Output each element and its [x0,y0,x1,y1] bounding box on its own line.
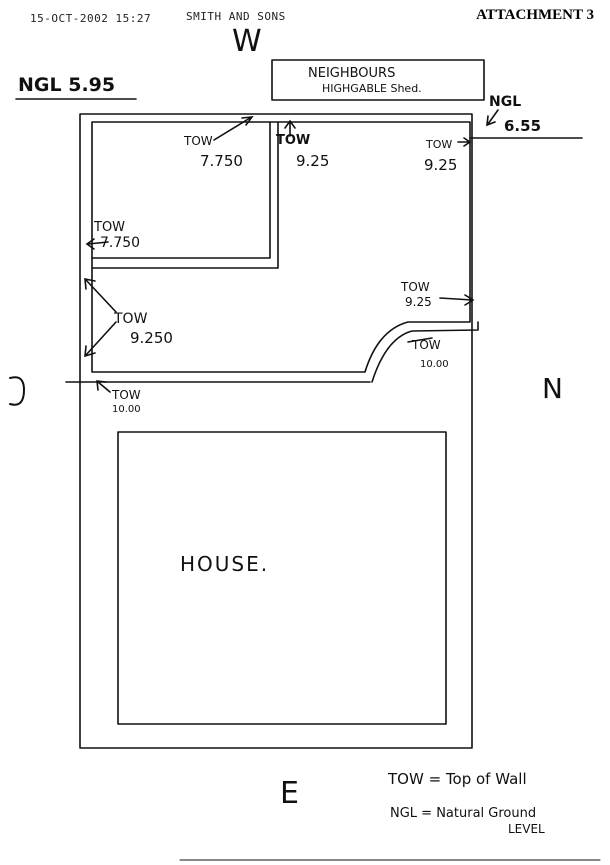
arrow-tow-7750-top [213,116,254,141]
arrow-tow-7750-left [85,238,109,250]
tow-label-title: TOW [184,134,213,148]
legend-ngl-definition: NGL = Natural Ground [390,806,537,821]
upper-left-inner-wall [91,121,271,259]
house-outline [117,431,447,725]
arrow-tow-925-top [284,119,296,137]
arrow-tow-1000-curve [407,337,433,343]
neighbours-shed [271,59,485,101]
ngl-right-value: 6.55 [504,117,542,135]
house-label: HOUSE. [180,552,270,576]
tow-label-title: TOW [276,133,311,148]
arrow-tow-925-right [457,137,472,147]
tow-label-title: TOW [114,311,148,327]
compass-east: E [280,776,299,811]
retaining-wall-inner [91,121,471,373]
property-boundary [79,113,473,749]
upper-left-wall-outer [91,121,279,269]
tow-label-value: 10.00 [112,404,141,415]
legend-tow-definition: TOW = Top of Wall [388,770,527,788]
curved-wall-outer [371,321,479,383]
arrow-tow-1000-bottom [96,380,111,393]
tow-label-value: 7.750 [100,235,141,251]
tow-label-value: 9.25 [296,152,330,170]
ngl-left-label: NGL 5.95 [18,74,116,96]
attachment-title: ATTACHMENT 3 [476,7,594,23]
tow-label-title: TOW [401,280,430,294]
tow-label-value: 10.00 [420,359,449,370]
fax-timestamp: 15-OCT-2002 15:27 [30,12,152,25]
tow-label-title: TOW [426,138,453,151]
legend-ngl-level: LEVEL [508,822,545,836]
neighbours-line2: HIGHGABLE Shed. [322,82,422,95]
neighbours-line1: NEIGHBOURS [308,66,396,81]
tow-label-title: TOW [412,338,441,352]
tow-label-value: 9.25 [424,156,458,174]
arrow-tow-9250-up [84,278,117,313]
ngl-right-title: NGL [489,94,522,110]
arrow-tow-9250-down [84,321,117,358]
arrow-ngl-right [486,109,499,127]
fax-sender: SMITH AND SONS [186,10,286,23]
compass-north: N [542,372,563,405]
tow-label-value: 7.750 [200,152,243,170]
tow-label-value: 9.25 [405,295,432,309]
arrow-tow-925-mid [439,294,475,306]
tow-label-value: 9.250 [130,329,173,347]
tow-label-title: TOW [112,388,141,402]
compass-west: W [232,24,262,59]
tow-label-title: TOW [94,220,126,235]
compass-south-glyph [9,376,26,406]
